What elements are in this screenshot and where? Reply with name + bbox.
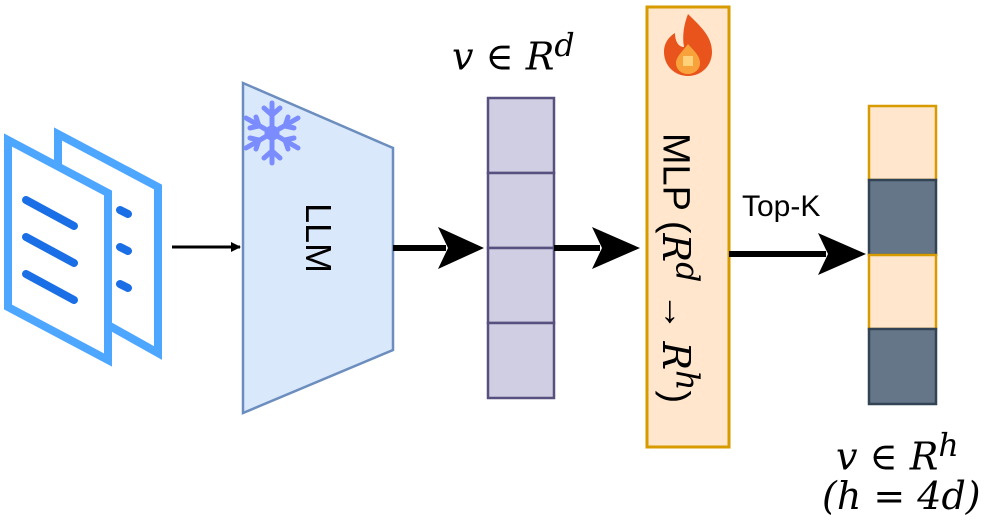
vd-label: v ∈ Rd bbox=[452, 28, 575, 79]
mlp-label-rh: Rh bbox=[654, 341, 705, 391]
mlp-label-prefix: MLP ( bbox=[654, 132, 697, 234]
fire-icon bbox=[664, 14, 712, 76]
h-eq-label: (h = 4d) bbox=[822, 474, 981, 518]
llm-label: LLM bbox=[298, 203, 339, 274]
vector-h-cell bbox=[867, 104, 938, 182]
vector-h-cell bbox=[867, 327, 938, 406]
vector-h-cell bbox=[867, 178, 938, 257]
documents-icon bbox=[4, 127, 162, 367]
snowflake-icon bbox=[243, 100, 301, 166]
vector-d bbox=[486, 96, 556, 400]
mlp-block bbox=[645, 5, 731, 449]
llm-to-vector-arrowhead bbox=[438, 227, 484, 269]
vector-h bbox=[867, 104, 938, 406]
llm-block bbox=[241, 81, 395, 415]
topk-label: Top-K bbox=[742, 190, 821, 223]
vector-h-cell bbox=[867, 253, 938, 331]
vector-to-mlp-arrowhead bbox=[592, 227, 640, 269]
mlp-label-suffix: ) bbox=[654, 390, 697, 404]
topk-arrowhead bbox=[818, 233, 866, 275]
mlp-label: MLP (Rd → Rh) bbox=[654, 48, 712, 488]
mlp-label-arrow: → bbox=[654, 282, 697, 342]
mlp-label-rd: Rd bbox=[654, 233, 705, 283]
vh-label: v ∈ Rh bbox=[836, 428, 959, 479]
